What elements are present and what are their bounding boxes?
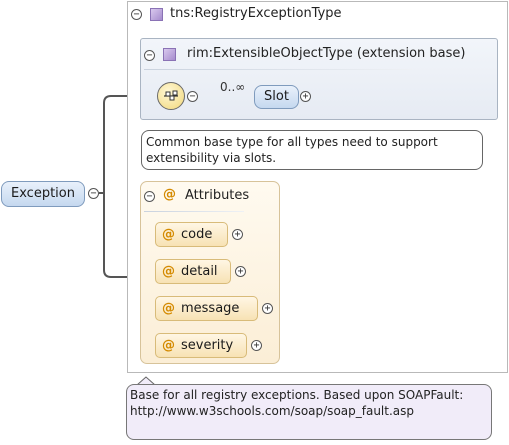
attribute-icon: @: [162, 338, 175, 353]
type-annotation: Base for all registry exceptions. Based …: [126, 384, 492, 440]
sequence-compositor-icon[interactable]: [157, 82, 185, 110]
slot-expand-toggle[interactable]: +: [300, 91, 311, 102]
type-collapse-toggle[interactable]: −: [131, 9, 142, 20]
attribute-detail[interactable]: @ detail: [155, 259, 231, 284]
base-type-title: rim:ExtensibleObjectType (extension base…: [187, 46, 466, 61]
complex-type-icon: [150, 8, 163, 21]
attribute-message[interactable]: @ message: [155, 296, 258, 321]
outer-type-title: tns:RegistryExceptionType: [170, 6, 342, 21]
base-type-annotation: Common base type for all types need to s…: [141, 130, 483, 170]
attributes-collapse-toggle[interactable]: −: [144, 191, 155, 202]
attribute-icon: @: [162, 301, 175, 316]
attribute-code[interactable]: @ code: [155, 222, 228, 247]
base-collapse-toggle[interactable]: −: [144, 50, 155, 61]
attribute-expand-toggle[interactable]: +: [251, 340, 262, 351]
complex-type-icon: [163, 48, 176, 61]
attribute-icon: @: [162, 264, 175, 279]
attribute-name: code: [181, 227, 213, 242]
attribute-name: detail: [181, 264, 218, 279]
exception-collapse-toggle[interactable]: −: [88, 188, 99, 199]
divider: [144, 211, 244, 212]
attribute-name: severity: [181, 338, 234, 353]
attribute-icon: @: [162, 227, 175, 242]
attribute-expand-toggle[interactable]: +: [232, 229, 243, 240]
attributes-title: Attributes: [185, 188, 250, 203]
attribute-severity[interactable]: @ severity: [155, 333, 247, 358]
sequence-collapse-toggle[interactable]: −: [187, 91, 198, 102]
attribute-expand-toggle[interactable]: +: [235, 266, 246, 277]
attribute-name: message: [181, 301, 240, 316]
attribute-icon: @: [163, 187, 176, 202]
extension-base-box: [140, 38, 498, 120]
attribute-expand-toggle[interactable]: +: [262, 303, 273, 314]
divider: [144, 69, 412, 70]
slot-element[interactable]: Slot: [254, 85, 299, 109]
exception-element[interactable]: Exception: [1, 181, 85, 207]
slot-occurrence: 0..∞: [220, 80, 246, 94]
